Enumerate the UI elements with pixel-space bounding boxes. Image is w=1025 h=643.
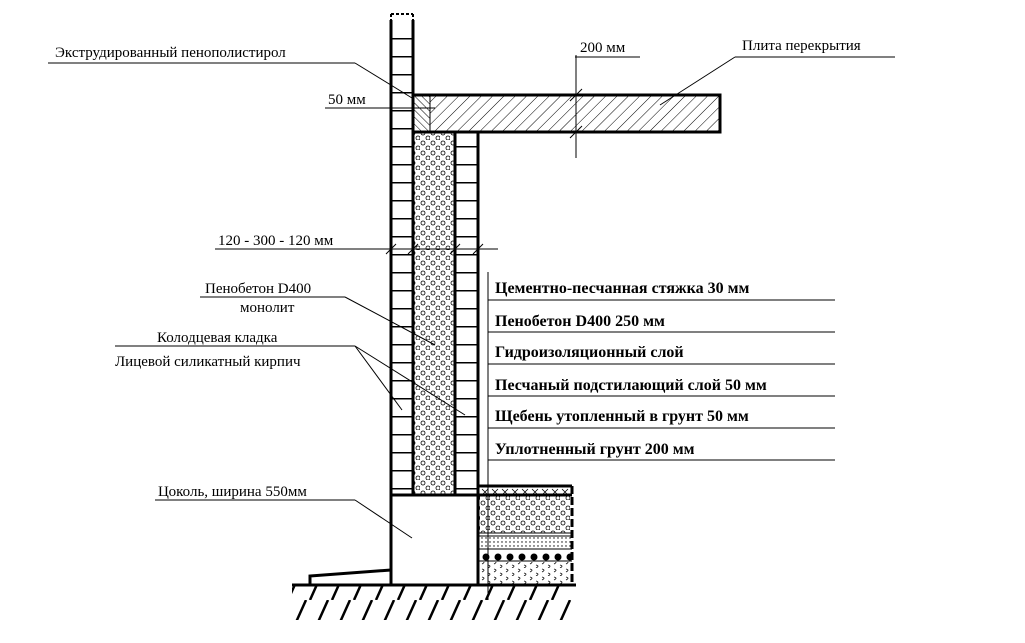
label-xps-thickness: 50 мм (328, 92, 366, 108)
label-xps: Экструдированный пенополистирол (55, 45, 286, 61)
ground (292, 583, 576, 620)
inner-brick-wall (453, 130, 480, 497)
floor-layer-label: Гидроизоляционный слой (495, 344, 684, 361)
floor-slab (411, 93, 722, 134)
label-plinth: Цоколь, ширина 550мм (158, 484, 307, 500)
blind-area (308, 568, 392, 585)
label-facing-brick: Лицевой силикатный кирпич (115, 354, 301, 370)
label-wall-thickness: 120 - 300 - 120 мм (218, 233, 334, 249)
floor-layers-block (478, 484, 574, 585)
leader-lines (48, 55, 895, 600)
floor-layer-label: Щебень утопленный в грунт 50 мм (495, 408, 749, 425)
floor-layers-legend: Цементно-песчанная стяжка 30 мм Пенобето… (495, 280, 767, 458)
floor-layer-label: Цементно-песчанная стяжка 30 мм (495, 280, 749, 297)
label-slab-thickness: 200 мм (580, 40, 626, 56)
label-foam-concrete: Пенобетон D400 (205, 281, 311, 297)
facing-brick-wall (389, 13, 415, 495)
floor-layer-label: Песчаный подстилающий слой 50 мм (495, 377, 767, 394)
label-slab: Плита перекрытия (742, 38, 861, 54)
label-foam-concrete-monolith: монолит (240, 300, 295, 316)
floor-layer-label: Пенобетон D400 250 мм (495, 313, 665, 330)
floor-layer-label: Уплотненный грунт 200 мм (495, 441, 695, 458)
plinth (389, 493, 480, 587)
label-masonry: Колодцевая кладка (157, 330, 278, 346)
foam-concrete-fill (414, 132, 455, 495)
